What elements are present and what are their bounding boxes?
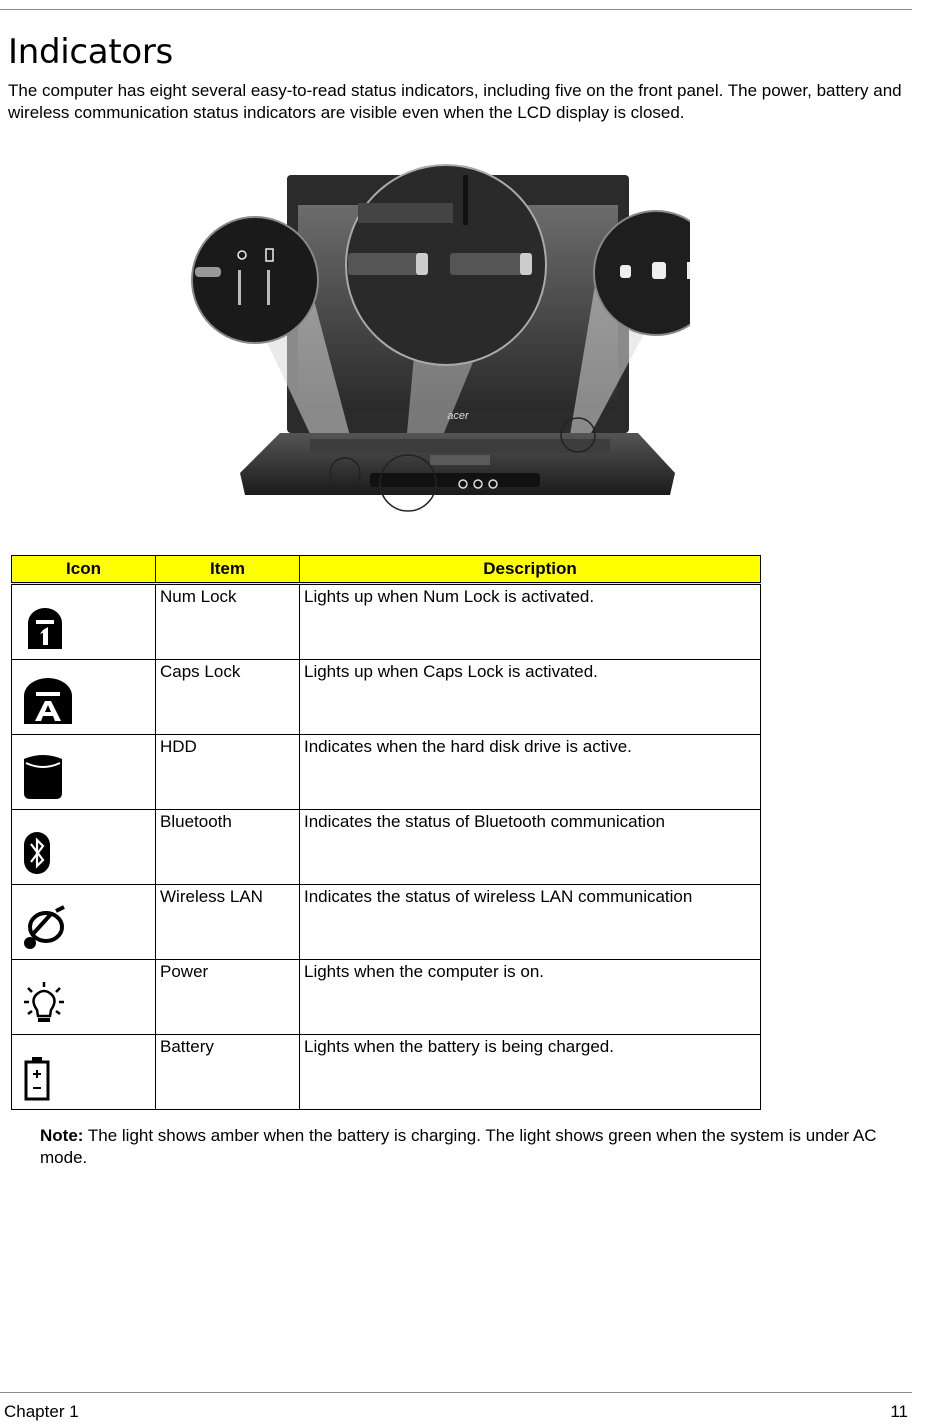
note-text: The light shows amber when the battery i… xyxy=(40,1126,877,1167)
num-lock-icon xyxy=(28,608,62,649)
indicator-table: Icon Item Description Num Lock Lights up… xyxy=(11,555,761,1110)
item-cell: Num Lock xyxy=(155,583,300,660)
note-label: Note: xyxy=(40,1126,84,1145)
item-cell: Wireless LAN xyxy=(155,884,300,960)
intro-paragraph: The computer has eight several easy-to-r… xyxy=(8,81,902,122)
header-description: Description xyxy=(299,555,761,585)
bluetooth-icon xyxy=(24,832,50,874)
icon-cell xyxy=(11,734,156,810)
item-cell: HDD xyxy=(155,734,300,810)
footer-chapter: Chapter 1 xyxy=(4,1402,79,1421)
description-cell: Lights up when Num Lock is activated. xyxy=(299,583,761,660)
description-cell: Indicates the status of Bluetooth commun… xyxy=(299,809,761,885)
page-title: Indicators xyxy=(8,32,173,72)
wireless-lan-icon xyxy=(24,905,65,949)
table-row: Power Lights when the computer is on. xyxy=(11,959,761,1035)
item-cell: Power xyxy=(155,959,300,1035)
description-cell: Lights up when Caps Lock is activated. xyxy=(299,659,761,735)
header-item: Item xyxy=(155,555,300,585)
caps-lock-icon xyxy=(24,678,72,724)
battery-icon xyxy=(24,1057,50,1101)
header-rule xyxy=(0,9,912,10)
table-row: Wireless LAN Indicates the status of wir… xyxy=(11,884,761,960)
brand-logo: acer xyxy=(447,410,470,422)
description-cell: Indicates when the hard disk drive is ac… xyxy=(299,734,761,810)
icon-cell xyxy=(11,583,156,660)
table-row: Num Lock Lights up when Num Lock is acti… xyxy=(11,583,761,660)
header-icon: Icon xyxy=(11,555,156,585)
hdd-icon xyxy=(24,755,62,799)
icon-cell xyxy=(11,659,156,735)
laptop-indicators-figure: acer xyxy=(180,155,690,525)
item-cell: Battery xyxy=(155,1034,300,1110)
table-row: Caps Lock Lights up when Caps Lock is ac… xyxy=(11,659,761,735)
description-cell: Indicates the status of wireless LAN com… xyxy=(299,884,761,960)
item-cell: Caps Lock xyxy=(155,659,300,735)
description-cell: Lights when the battery is being charged… xyxy=(299,1034,761,1110)
power-icon xyxy=(24,982,64,1022)
table-header-row: Icon Item Description xyxy=(11,555,761,585)
footer-rule xyxy=(0,1392,912,1393)
footer-page-number: 11 xyxy=(890,1402,908,1421)
icon-cell xyxy=(11,884,156,960)
laptop-illustration: acer xyxy=(191,164,690,512)
note-paragraph: Note: The light shows amber when the bat… xyxy=(40,1125,910,1169)
icon-cell xyxy=(11,1034,156,1110)
icon-cell xyxy=(11,959,156,1035)
zoom-lock-hdd xyxy=(593,210,690,336)
table-row: Battery Lights when the battery is being… xyxy=(11,1034,761,1110)
description-cell: Lights when the computer is on. xyxy=(299,959,761,1035)
table-row: Bluetooth Indicates the status of Blueto… xyxy=(11,809,761,885)
table-row: HDD Indicates when the hard disk drive i… xyxy=(11,734,761,810)
item-cell: Bluetooth xyxy=(155,809,300,885)
icon-cell xyxy=(11,809,156,885)
zoom-power-battery xyxy=(191,216,319,344)
